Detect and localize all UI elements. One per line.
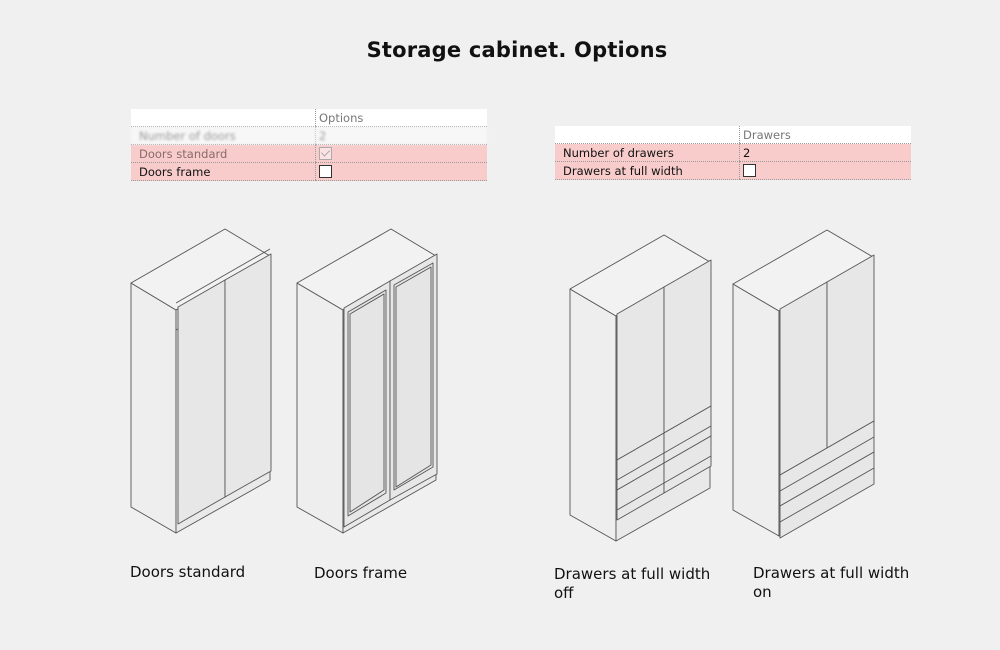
- caption-drawers-off-line2: off: [554, 584, 574, 602]
- options-table: Options Number of doors 2 Doors standard…: [131, 109, 487, 181]
- doors-standard-checkbox[interactable]: [319, 146, 332, 160]
- cabinet-drawers-on: [732, 229, 875, 539]
- caption-doors-standard: Doors standard: [130, 563, 245, 582]
- cabinet-doors-standard: [130, 228, 272, 534]
- drawers-table: Drawers Number of drawers 2 Drawers at f…: [555, 126, 911, 180]
- doors-standard-label: Doors standard: [131, 144, 316, 163]
- drawers-table-header-row: Drawers: [555, 126, 911, 144]
- table-row: Number of doors 2: [131, 126, 487, 145]
- number-of-doors-value[interactable]: 2: [315, 126, 487, 145]
- caption-doors-frame-text: Doors frame: [314, 564, 408, 582]
- caption-doors-frame: Doors frame: [314, 564, 407, 583]
- cabinet-drawers-off: [569, 234, 712, 542]
- caption-drawers-on-line1: Drawers at full width: [753, 564, 910, 582]
- doors-frame-checkbox[interactable]: [319, 164, 332, 178]
- table-row: Doors frame: [131, 162, 487, 181]
- number-of-drawers-label: Number of drawers: [555, 143, 740, 162]
- doors-frame-label: Doors frame: [131, 162, 316, 181]
- cabinet-doors-frame: [296, 228, 438, 534]
- table-row: Drawers at full width: [555, 161, 911, 180]
- options-header: Options: [315, 109, 487, 127]
- caption-doors-standard-text: Doors standard: [130, 563, 246, 581]
- caption-drawers-on-line2: on: [753, 583, 772, 601]
- caption-drawers-off: Drawers at full width off: [554, 565, 710, 603]
- drawers-full-width-label: Drawers at full width: [555, 161, 740, 180]
- options-table-header-row: Options: [131, 109, 487, 127]
- drawers-full-width-checkbox[interactable]: [743, 163, 756, 177]
- number-of-drawers-value[interactable]: 2: [739, 143, 911, 162]
- drawers-header: Drawers: [739, 126, 911, 144]
- caption-drawers-on: Drawers at full width on: [753, 564, 909, 602]
- table-row: Doors standard: [131, 144, 487, 163]
- page-title: Storage cabinet. Options: [366, 38, 668, 62]
- caption-drawers-off-line1: Drawers at full width: [554, 565, 711, 583]
- table-row: Number of drawers 2: [555, 143, 911, 162]
- number-of-doors-label: Number of doors: [131, 126, 316, 145]
